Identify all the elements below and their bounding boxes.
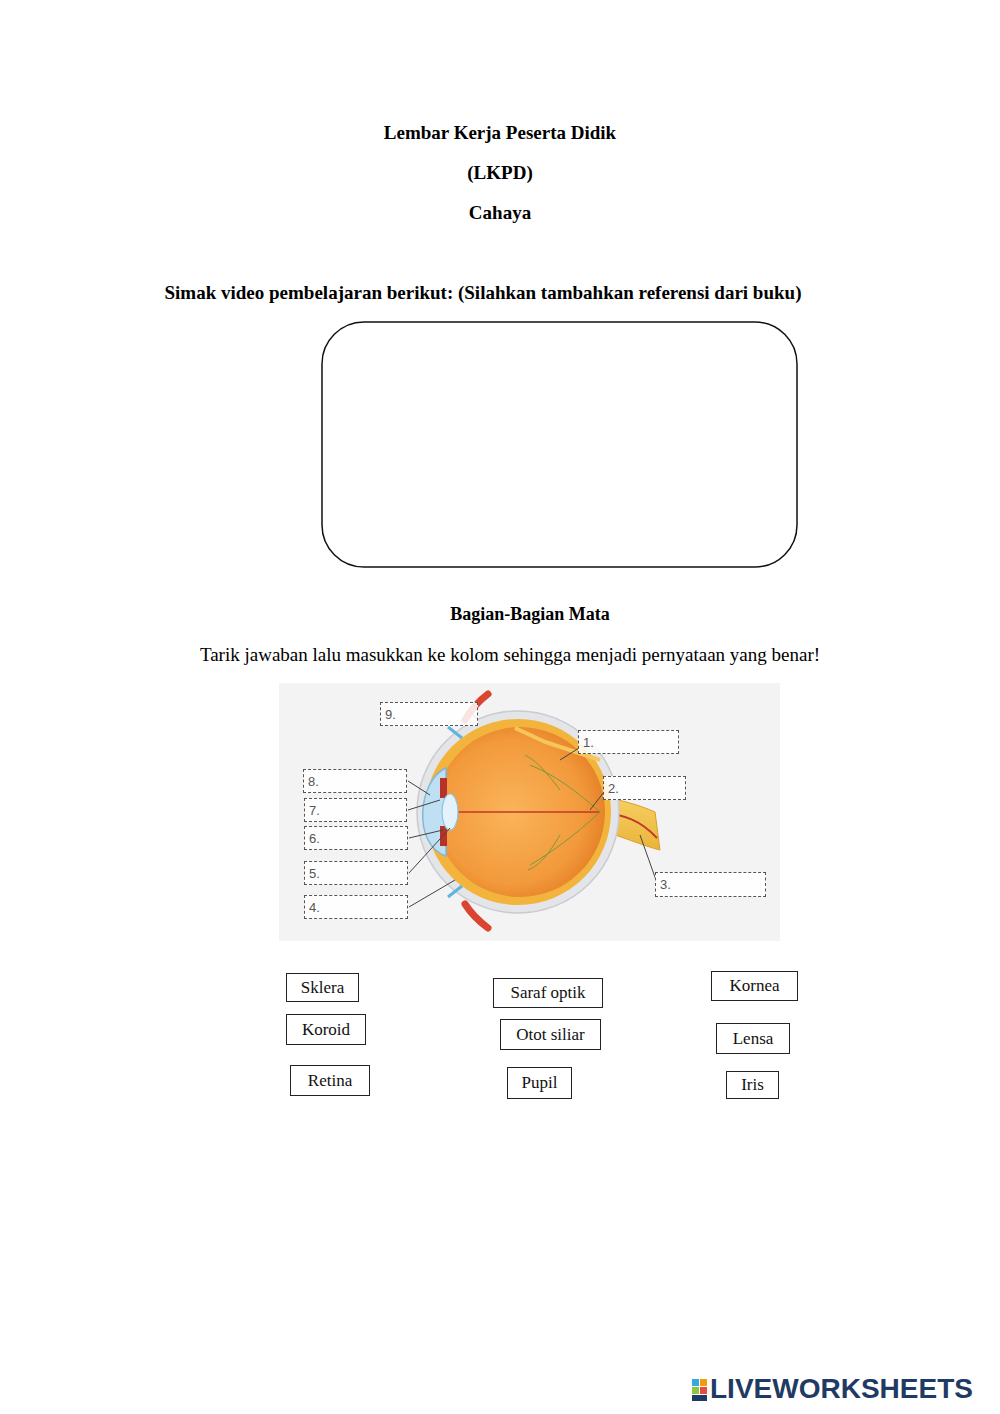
callout-number: 3.	[660, 877, 671, 892]
part-name: Koroid	[302, 1020, 350, 1040]
part-name: Kornea	[729, 976, 779, 996]
answer-card: Lensa	[716, 1023, 790, 1054]
part-name: Saraf optik	[510, 983, 585, 1003]
answer-card: Kornea	[711, 971, 798, 1001]
answer-card: Koroid	[286, 1014, 366, 1045]
answer-slot: 6.	[304, 826, 408, 850]
answer-slot: 4.	[304, 895, 408, 919]
text-line: Cahaya	[469, 202, 531, 224]
callout-number: 9.	[385, 707, 396, 722]
video-frame	[322, 322, 797, 567]
text-line: Tarik jawaban lalu masukkan ke kolom seh…	[200, 644, 820, 666]
answer-slot: 2.	[603, 776, 686, 800]
answer-slot: 9.	[380, 702, 478, 726]
text-line: Lembar Kerja Peserta Didik	[384, 122, 616, 144]
text-line: LIVEWORKSHEETS	[710, 1373, 973, 1405]
part-name: Otot siliar	[516, 1025, 584, 1045]
text-line: Bagian-Bagian Mata	[450, 604, 610, 625]
part-name: Iris	[741, 1075, 764, 1095]
callout-number: 4.	[309, 900, 320, 915]
logo-icon	[692, 1379, 707, 1401]
answer-slot: 8.	[303, 769, 407, 793]
callout-number: 6.	[309, 831, 320, 846]
text-line: Simak video pembelajaran berikut: (Silah…	[165, 282, 802, 304]
callout-number: 1.	[583, 735, 594, 750]
callout-number: 5.	[309, 866, 320, 881]
answer-slot: 3.	[655, 872, 766, 897]
answer-card: Sklera	[286, 973, 359, 1002]
part-name: Retina	[308, 1071, 352, 1091]
answer-card: Otot siliar	[500, 1019, 601, 1050]
callout-number: 7.	[309, 803, 320, 818]
answer-slot: 7.	[304, 798, 407, 822]
answer-slot: 5.	[304, 861, 408, 885]
answer-slot: 1.	[578, 730, 679, 754]
part-name: Lensa	[733, 1029, 774, 1049]
answer-card: Pupil	[507, 1067, 572, 1099]
answer-card: Saraf optik	[493, 978, 603, 1008]
answer-card: Iris	[726, 1071, 779, 1099]
callout-number: 8.	[308, 774, 319, 789]
image-ground	[279, 683, 780, 941]
part-name: Sklera	[301, 978, 344, 998]
answer-card: Retina	[290, 1065, 370, 1096]
text-line: (LKPD)	[467, 162, 532, 184]
part-name: Pupil	[522, 1073, 558, 1093]
callout-number: 2.	[608, 781, 619, 796]
